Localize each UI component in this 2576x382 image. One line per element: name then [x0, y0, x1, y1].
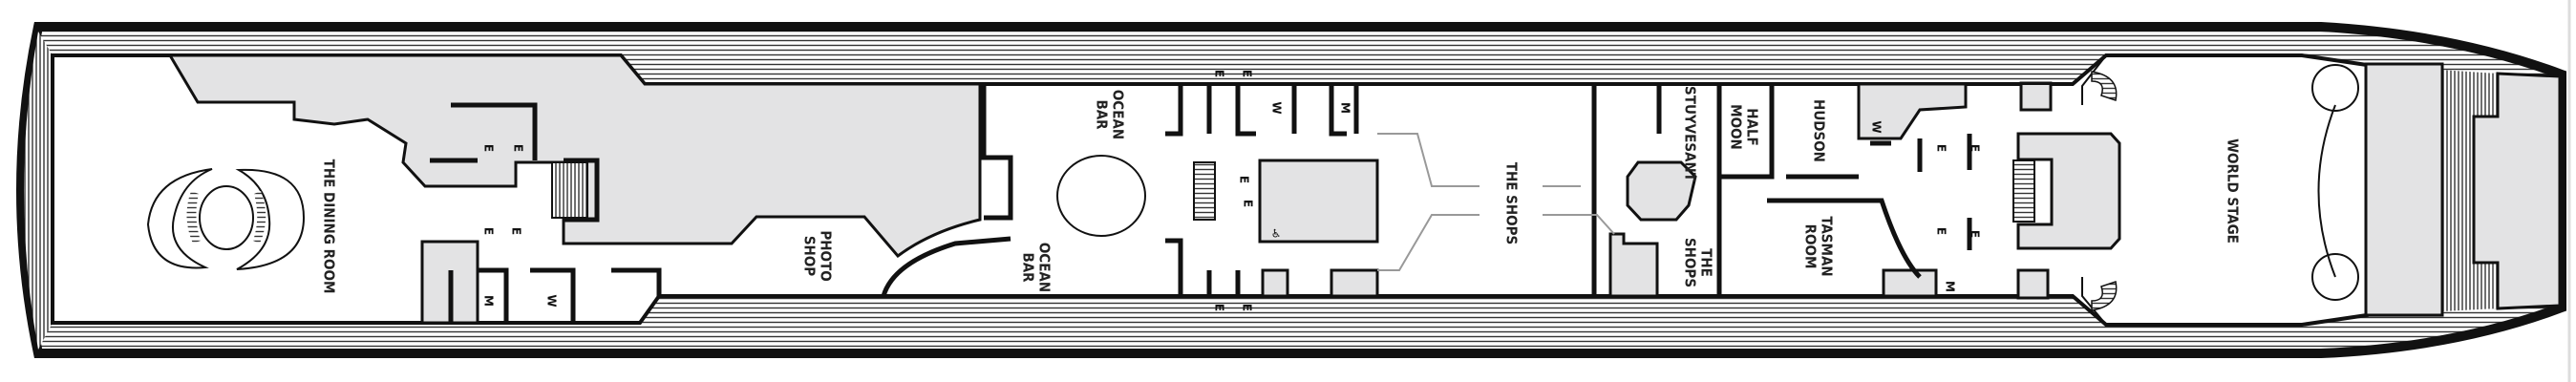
elevator-marker: E	[1969, 144, 1982, 152]
wall	[448, 267, 662, 323]
ocean-bar-curve	[881, 236, 1011, 297]
wall	[430, 102, 600, 223]
dining-room-staircase	[146, 168, 306, 270]
label-tasman-room: ROOM	[1802, 224, 1820, 269]
elevator-marker: E	[1935, 144, 1948, 152]
spiral-stair	[2091, 71, 2118, 101]
world-stage-edge	[2317, 104, 2336, 278]
label-the-shops-2: THE	[1698, 248, 1715, 277]
label-half-moon: MOON	[1728, 104, 1745, 150]
wall	[1165, 84, 1662, 296]
label-photo-shop: SHOP	[801, 236, 819, 276]
elevator-marker: E	[1213, 70, 1226, 77]
label-ocean-bar-bottom: BAR	[1020, 252, 1037, 283]
bow-storage	[2472, 72, 2562, 310]
elevator-marker: E	[1969, 230, 1982, 238]
stage-lift	[2311, 253, 2359, 301]
label-ocean-bar-top: BAR	[1094, 99, 1111, 130]
label-stuyvesant: STUYVESANT	[1682, 86, 1699, 182]
service-area-aft	[167, 53, 982, 259]
store-room	[1608, 232, 1659, 298]
elevator-marker: E	[1935, 227, 1948, 235]
womens-restroom-marker: W	[1270, 101, 1284, 114]
store-room	[2016, 268, 2050, 300]
elevator-marker: E	[512, 144, 525, 152]
wall	[1716, 84, 1972, 296]
elevator-marker: E	[1241, 70, 1254, 77]
elevator-core	[1258, 159, 1379, 244]
label-hudson: HUDSON	[1811, 99, 1828, 162]
label-the-dining-room: THE DINING ROOM	[321, 159, 338, 294]
womens-restroom-marker: W	[545, 294, 559, 307]
elevator-marker: E	[482, 144, 496, 152]
stairs	[2012, 159, 2035, 223]
stage-lift	[2311, 64, 2359, 112]
stair-core	[2016, 132, 2121, 250]
store-room	[1882, 268, 1938, 298]
mens-restroom-marker: M	[1339, 102, 1352, 114]
elevator-markers: E E E E E E E E E E E E E E	[482, 70, 1982, 311]
elevator-marker: E	[1241, 304, 1254, 311]
stairs	[1193, 161, 1216, 221]
label-ocean-bar-bottom: OCEAN	[1036, 243, 1054, 292]
label-the-shops-2: SHOPS	[1682, 238, 1699, 287]
column	[1626, 160, 1697, 222]
mens-restroom-marker: M	[1944, 281, 1957, 292]
backstage	[2364, 62, 2444, 317]
store-room	[2019, 81, 2053, 112]
elevator-marker: E	[1238, 176, 1251, 183]
shops-leader-line	[1377, 133, 1615, 271]
stern-deck	[24, 32, 53, 350]
spiral-stair	[2091, 281, 2118, 311]
elevator-marker: E	[510, 227, 523, 235]
label-ocean-bar-top: OCEAN	[1110, 90, 1127, 139]
stair-aft	[2081, 54, 2107, 326]
elevator-marker: E	[1213, 304, 1226, 311]
store-room	[1261, 268, 1289, 298]
womens-restroom-marker: W	[1870, 120, 1884, 133]
wheelchair-icon: ♿	[1271, 227, 1282, 241]
ocean-bar-counter	[1056, 155, 1146, 237]
label-half-moon: HALF	[1744, 108, 1761, 146]
wall	[981, 84, 1359, 221]
mens-restroom-marker: M	[482, 295, 496, 307]
label-photo-shop: PHOTO	[818, 230, 835, 281]
label-world-stage: WORLD STAGE	[2225, 138, 2242, 244]
elevator-marker: E	[482, 227, 496, 235]
store-room	[1330, 268, 1379, 298]
label-the-shops: THE SHOPS	[1503, 162, 1521, 245]
elevator-marker: E	[1242, 200, 1255, 207]
stairs	[551, 161, 588, 219]
label-tasman-room: TASMAN	[1819, 216, 1836, 276]
